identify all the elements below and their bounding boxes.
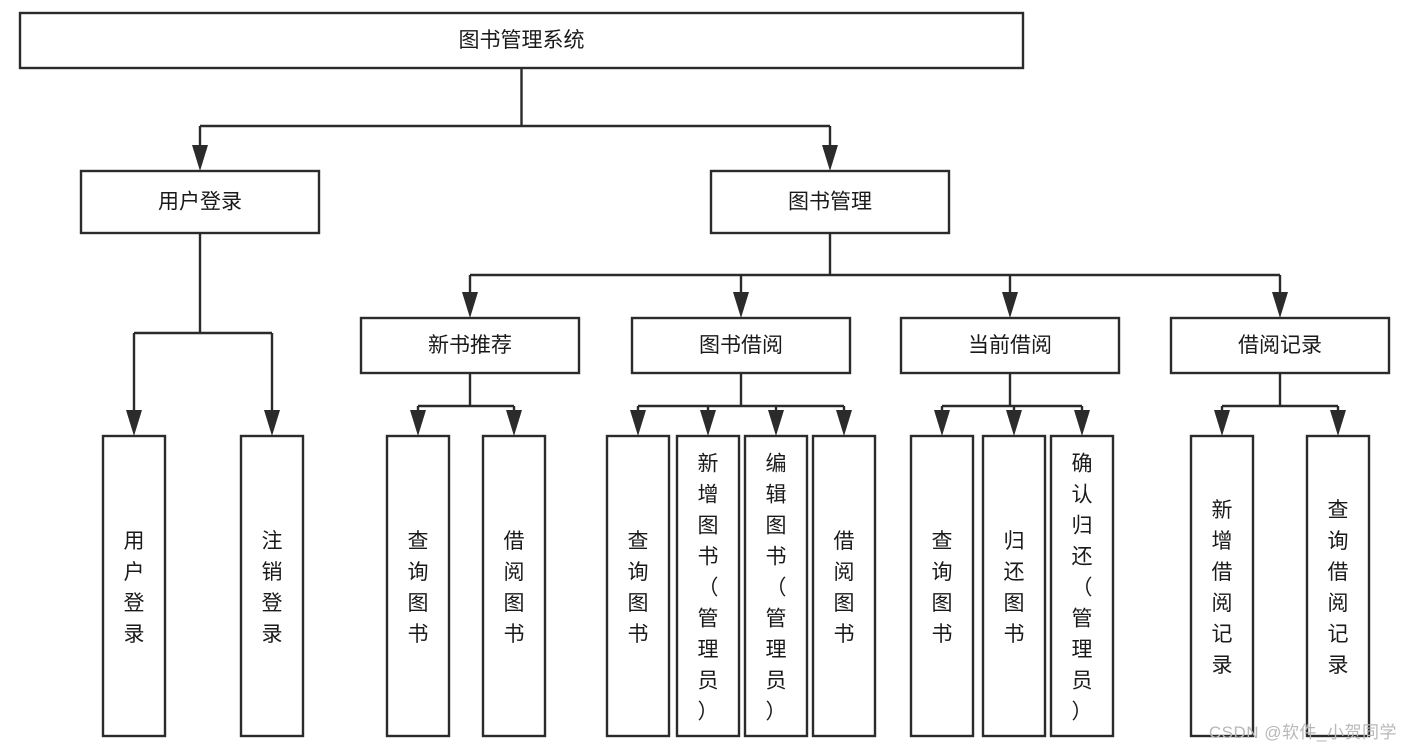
- node-leaf-add-book[interactable]: 新增图书（管理员）: [675, 434, 741, 738]
- node-box[interactable]: [605, 434, 671, 738]
- node-leaf-user-login[interactable]: 用户登录: [101, 434, 167, 738]
- node-user-login[interactable]: 用户登录: [79, 169, 321, 235]
- node-box[interactable]: [239, 434, 305, 738]
- node-leaf-logout[interactable]: 注销登录: [239, 434, 305, 738]
- node-box[interactable]: [1305, 434, 1371, 738]
- node-label: 查询借阅记录: [1328, 499, 1349, 677]
- node-leaf-edit-book[interactable]: 编辑图书（管理员）: [743, 434, 809, 738]
- node-box[interactable]: [101, 434, 167, 738]
- node-label: 新增图书（管理员）: [698, 453, 719, 724]
- to-book-borrow-arrowhead: [733, 292, 749, 318]
- node-box[interactable]: [481, 434, 547, 738]
- to-user-login-arrowhead: [192, 145, 208, 171]
- node-leaf-query-record[interactable]: 查询借阅记录: [1305, 434, 1371, 738]
- node-label: 新书推荐: [428, 334, 512, 357]
- node-box[interactable]: [385, 434, 451, 738]
- to-leaf-logout-arrowhead: [264, 410, 280, 436]
- node-label: 当前借阅: [968, 334, 1052, 357]
- node-label: 图书借阅: [699, 334, 783, 357]
- to-new-book-rec-arrowhead: [462, 292, 478, 318]
- to-leaf-add-book-arrowhead: [700, 410, 716, 436]
- node-leaf-query-book-rec[interactable]: 查询图书: [385, 434, 451, 738]
- node-label: 借阅记录: [1238, 334, 1322, 357]
- node-label: 编辑图书（管理员）: [766, 453, 787, 724]
- node-label: 查询图书: [932, 530, 953, 646]
- node-label: 图书管理系统: [459, 29, 585, 52]
- node-label: 新增借阅记录: [1212, 499, 1233, 677]
- node-leaf-query-book-cb[interactable]: 查询图书: [909, 434, 975, 738]
- node-current-borrow[interactable]: 当前借阅: [899, 316, 1121, 375]
- node-box[interactable]: [630, 316, 852, 375]
- node-leaf-return-book[interactable]: 归还图书: [981, 434, 1047, 738]
- to-leaf-borrow-book-rec-arrowhead: [506, 410, 522, 436]
- to-leaf-user-login-arrowhead: [126, 410, 142, 436]
- to-leaf-add-record-arrowhead: [1214, 410, 1230, 436]
- node-box[interactable]: [709, 169, 951, 235]
- node-book-manage[interactable]: 图书管理: [709, 169, 951, 235]
- to-leaf-return-book-arrowhead: [1006, 410, 1022, 436]
- node-box[interactable]: [1189, 434, 1255, 738]
- to-leaf-query-book-cb-arrowhead: [934, 410, 950, 436]
- to-leaf-query-record-arrowhead: [1330, 410, 1346, 436]
- nodes-layer: 图书管理系统用户登录图书管理新书推荐图书借阅当前借阅借阅记录用户登录注销登录查询…: [18, 11, 1391, 738]
- node-label: 确认归还（管理员）: [1072, 453, 1093, 724]
- node-label: 借阅图书: [504, 530, 525, 646]
- node-box[interactable]: [899, 316, 1121, 375]
- to-leaf-query-book-rec-arrowhead: [410, 410, 426, 436]
- node-box[interactable]: [18, 11, 1025, 70]
- node-leaf-query-book-bb[interactable]: 查询图书: [605, 434, 671, 738]
- node-label: 归还图书: [1004, 530, 1025, 646]
- node-box[interactable]: [79, 169, 321, 235]
- node-leaf-borrow-book-bb[interactable]: 借阅图书: [811, 434, 877, 738]
- to-book-manage-arrowhead: [822, 145, 838, 171]
- to-leaf-confirm-return-arrowhead: [1074, 410, 1090, 436]
- node-new-book-rec[interactable]: 新书推荐: [359, 316, 581, 375]
- node-box[interactable]: [743, 434, 809, 738]
- node-box[interactable]: [1169, 316, 1391, 375]
- node-leaf-add-record[interactable]: 新增借阅记录: [1189, 434, 1255, 738]
- node-box[interactable]: [981, 434, 1047, 738]
- to-leaf-borrow-book-bb-arrowhead: [836, 410, 852, 436]
- csdn-watermark: CSDN @软件_小贺同学: [1208, 723, 1397, 742]
- node-borrow-record[interactable]: 借阅记录: [1169, 316, 1391, 375]
- node-box[interactable]: [1049, 434, 1115, 738]
- node-label: 注销登录: [262, 530, 283, 646]
- node-label: 用户登录: [124, 530, 145, 646]
- to-leaf-edit-book-arrowhead: [768, 410, 784, 436]
- node-box[interactable]: [359, 316, 581, 375]
- node-box[interactable]: [675, 434, 741, 738]
- node-box[interactable]: [909, 434, 975, 738]
- node-leaf-borrow-book-rec[interactable]: 借阅图书: [481, 434, 547, 738]
- node-leaf-confirm-return[interactable]: 确认归还（管理员）: [1049, 434, 1115, 738]
- node-label: 用户登录: [158, 191, 242, 214]
- to-leaf-query-book-bb-arrowhead: [630, 410, 646, 436]
- node-book-borrow[interactable]: 图书借阅: [630, 316, 852, 375]
- node-box[interactable]: [811, 434, 877, 738]
- node-label: 图书管理: [788, 191, 872, 214]
- node-label: 查询图书: [628, 530, 649, 646]
- to-current-borrow-arrowhead: [1002, 292, 1018, 318]
- node-label: 借阅图书: [834, 530, 855, 646]
- to-borrow-record-arrowhead: [1272, 292, 1288, 318]
- node-label: 查询图书: [408, 530, 429, 646]
- node-root[interactable]: 图书管理系统: [18, 11, 1025, 70]
- connectors-layer: [126, 68, 1346, 436]
